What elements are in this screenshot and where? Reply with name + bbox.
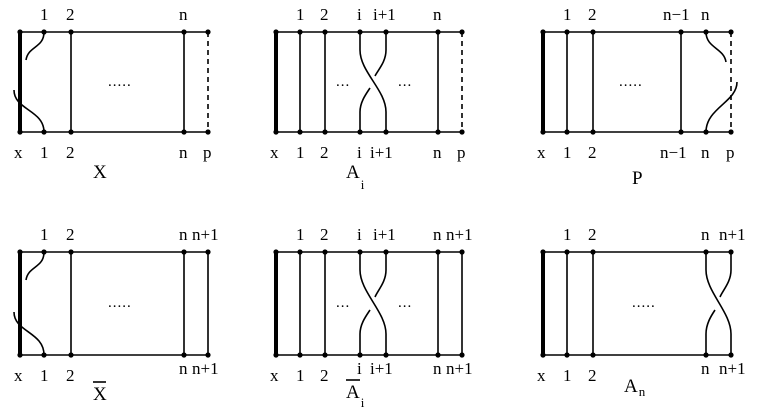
bottom-label-i-plus-1: i+1 (370, 143, 393, 162)
bottom-label-2: 2 (588, 366, 597, 385)
strand-i-crossing (359, 252, 387, 355)
bottom-label-p: p (726, 143, 735, 162)
bottom-label-n: n (179, 143, 188, 162)
top-label-1: 1 (563, 225, 572, 244)
bottom-label-i: i (357, 143, 362, 162)
top-label-n-plus-1: n+1 (192, 225, 219, 244)
bottom-label-n-plus-1: n+1 (192, 359, 219, 378)
bottom-label-1: 1 (296, 143, 305, 162)
top-label-1: 1 (296, 5, 305, 24)
top-label-2: 2 (588, 225, 597, 244)
bottom-label-1: 1 (40, 143, 49, 162)
top-label-n: n (701, 5, 710, 24)
strand-n-crossing (705, 252, 732, 355)
ellipsis: ..... (108, 295, 132, 311)
top-label-1: 1 (563, 5, 572, 24)
top-label-n: n (179, 225, 188, 244)
strand-n-upper (705, 31, 727, 63)
top-label-2: 2 (320, 225, 329, 244)
strand-1-upper (25, 31, 45, 61)
top-label-n-minus-1: n−1 (663, 5, 690, 24)
bottom-label-n: n (701, 143, 710, 162)
strand-n1-lower (705, 309, 716, 355)
panel-p: ..... 1 2 n−1 n x 1 2 n−1 n p P (537, 5, 738, 189)
top-label-2: 2 (66, 5, 75, 24)
bottom-label-1: 1 (563, 143, 572, 162)
ellipsis-right: ... (398, 295, 412, 311)
top-label-n: n (179, 5, 188, 24)
caption-x-bar: X (93, 384, 107, 405)
ellipsis: ..... (632, 295, 656, 311)
caption-x: X (93, 162, 107, 183)
top-label-i-plus-1: i+1 (373, 225, 396, 244)
bottom-label-x: x (270, 143, 279, 162)
strand-1-lower (13, 311, 45, 356)
bottom-label-1: 1 (296, 366, 305, 385)
bottom-label-n: n (701, 359, 710, 378)
bottom-label-n-plus-1: n+1 (719, 359, 746, 378)
bottom-label-n: n (179, 359, 188, 378)
strand-n1-upper (719, 252, 732, 298)
panel-x-bar: ..... 1 2 n n+1 x 1 2 n n+1 X (13, 225, 219, 405)
top-label-2: 2 (320, 5, 329, 24)
bottom-label-1: 1 (40, 366, 49, 385)
strand-i1-upper (374, 252, 387, 298)
bottom-label-2: 2 (320, 366, 329, 385)
bottom-label-2: 2 (588, 143, 597, 162)
top-label-n-plus-1: n+1 (719, 225, 746, 244)
bottom-label-p: p (457, 143, 466, 162)
ellipsis: ..... (619, 74, 643, 90)
bottom-label-p: p (203, 143, 212, 162)
panel-x: ..... 1 2 n x 1 2 n p X (13, 5, 212, 183)
bottom-label-x: x (537, 143, 546, 162)
top-label-1: 1 (40, 225, 49, 244)
top-label-1: 1 (296, 225, 305, 244)
strand-n-lower (705, 81, 738, 133)
top-label-2: 2 (66, 225, 75, 244)
bottom-label-2: 2 (320, 143, 329, 162)
top-label-n: n (433, 5, 442, 24)
ellipsis-left: ... (336, 74, 350, 90)
top-label-2: 2 (588, 5, 597, 24)
panel-a-i: ... ... 1 2 i i+1 n x 1 2 i i+1 n p Ai (270, 5, 466, 192)
bottom-label-x: x (14, 366, 23, 385)
ellipsis-left: ... (336, 295, 350, 311)
bottom-label-n-minus-1: n−1 (660, 143, 687, 162)
top-label-i-plus-1: i+1 (373, 5, 396, 24)
bottom-label-x: x (537, 366, 546, 385)
bottom-label-x: x (14, 143, 23, 162)
strand-i1-lower (359, 309, 371, 355)
bottom-label-2: 2 (66, 366, 75, 385)
bottom-label-x: x (270, 366, 279, 385)
top-label-n: n (433, 225, 442, 244)
ellipsis: ..... (108, 74, 132, 90)
top-label-1: 1 (40, 5, 49, 24)
strand-i1-upper (374, 32, 387, 77)
caption-a-i: Ai (346, 162, 365, 192)
bottom-label-n: n (433, 359, 442, 378)
caption-a-n: An (624, 376, 646, 399)
bottom-label-n-plus-1: n+1 (446, 359, 473, 378)
panel-a-n: ..... 1 2 n n+1 x 1 2 n n+1 An (537, 225, 746, 399)
strand-1-upper (25, 251, 45, 281)
bottom-label-n: n (433, 143, 442, 162)
strand-i-crossing (359, 32, 387, 132)
panel-a-i-bar: ... ... 1 2 i i+1 n n+1 x 1 2 i i+1 n n+… (270, 225, 473, 410)
bottom-label-i-plus-1: i+1 (370, 359, 393, 378)
bottom-label-2: 2 (66, 143, 75, 162)
ellipsis-right: ... (398, 74, 412, 90)
top-label-n-plus-1: n+1 (446, 225, 473, 244)
strand-1-lower (13, 89, 45, 133)
bottom-label-1: 1 (563, 366, 572, 385)
top-label-i: i (357, 5, 362, 24)
strand-i1-lower (359, 87, 371, 132)
caption-p: P (632, 168, 643, 189)
bottom-label-i: i (357, 359, 362, 378)
caption-a-i-bar: Ai (346, 382, 365, 410)
top-label-i: i (357, 225, 362, 244)
top-label-n: n (701, 225, 710, 244)
